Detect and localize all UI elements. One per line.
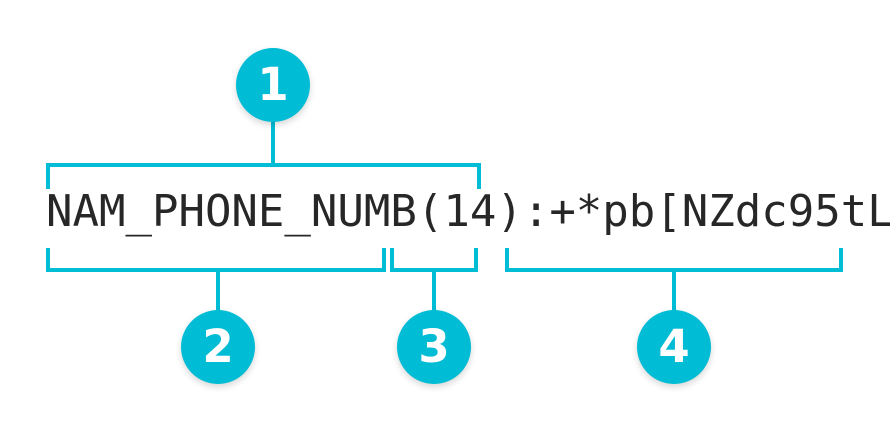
- code-string: NAM_PHONE_NUMB(14):+*pb[NZdc95tLB: [46, 186, 890, 237]
- callout-badge-4[interactable]: 4: [637, 310, 711, 384]
- callout-stem-3: [432, 270, 436, 315]
- callout-badge-2[interactable]: 2: [181, 310, 255, 384]
- bracket-span-4: [505, 248, 843, 272]
- callout-stem-2: [216, 270, 220, 315]
- callout-badge-1[interactable]: 1: [236, 48, 310, 122]
- bracket-span-1: [46, 163, 481, 189]
- bracket-span-3: [390, 248, 478, 272]
- bracket-span-2: [46, 248, 386, 272]
- callout-stem-1: [271, 120, 275, 165]
- callout-stem-4: [672, 270, 676, 315]
- callout-badge-3[interactable]: 3: [397, 310, 471, 384]
